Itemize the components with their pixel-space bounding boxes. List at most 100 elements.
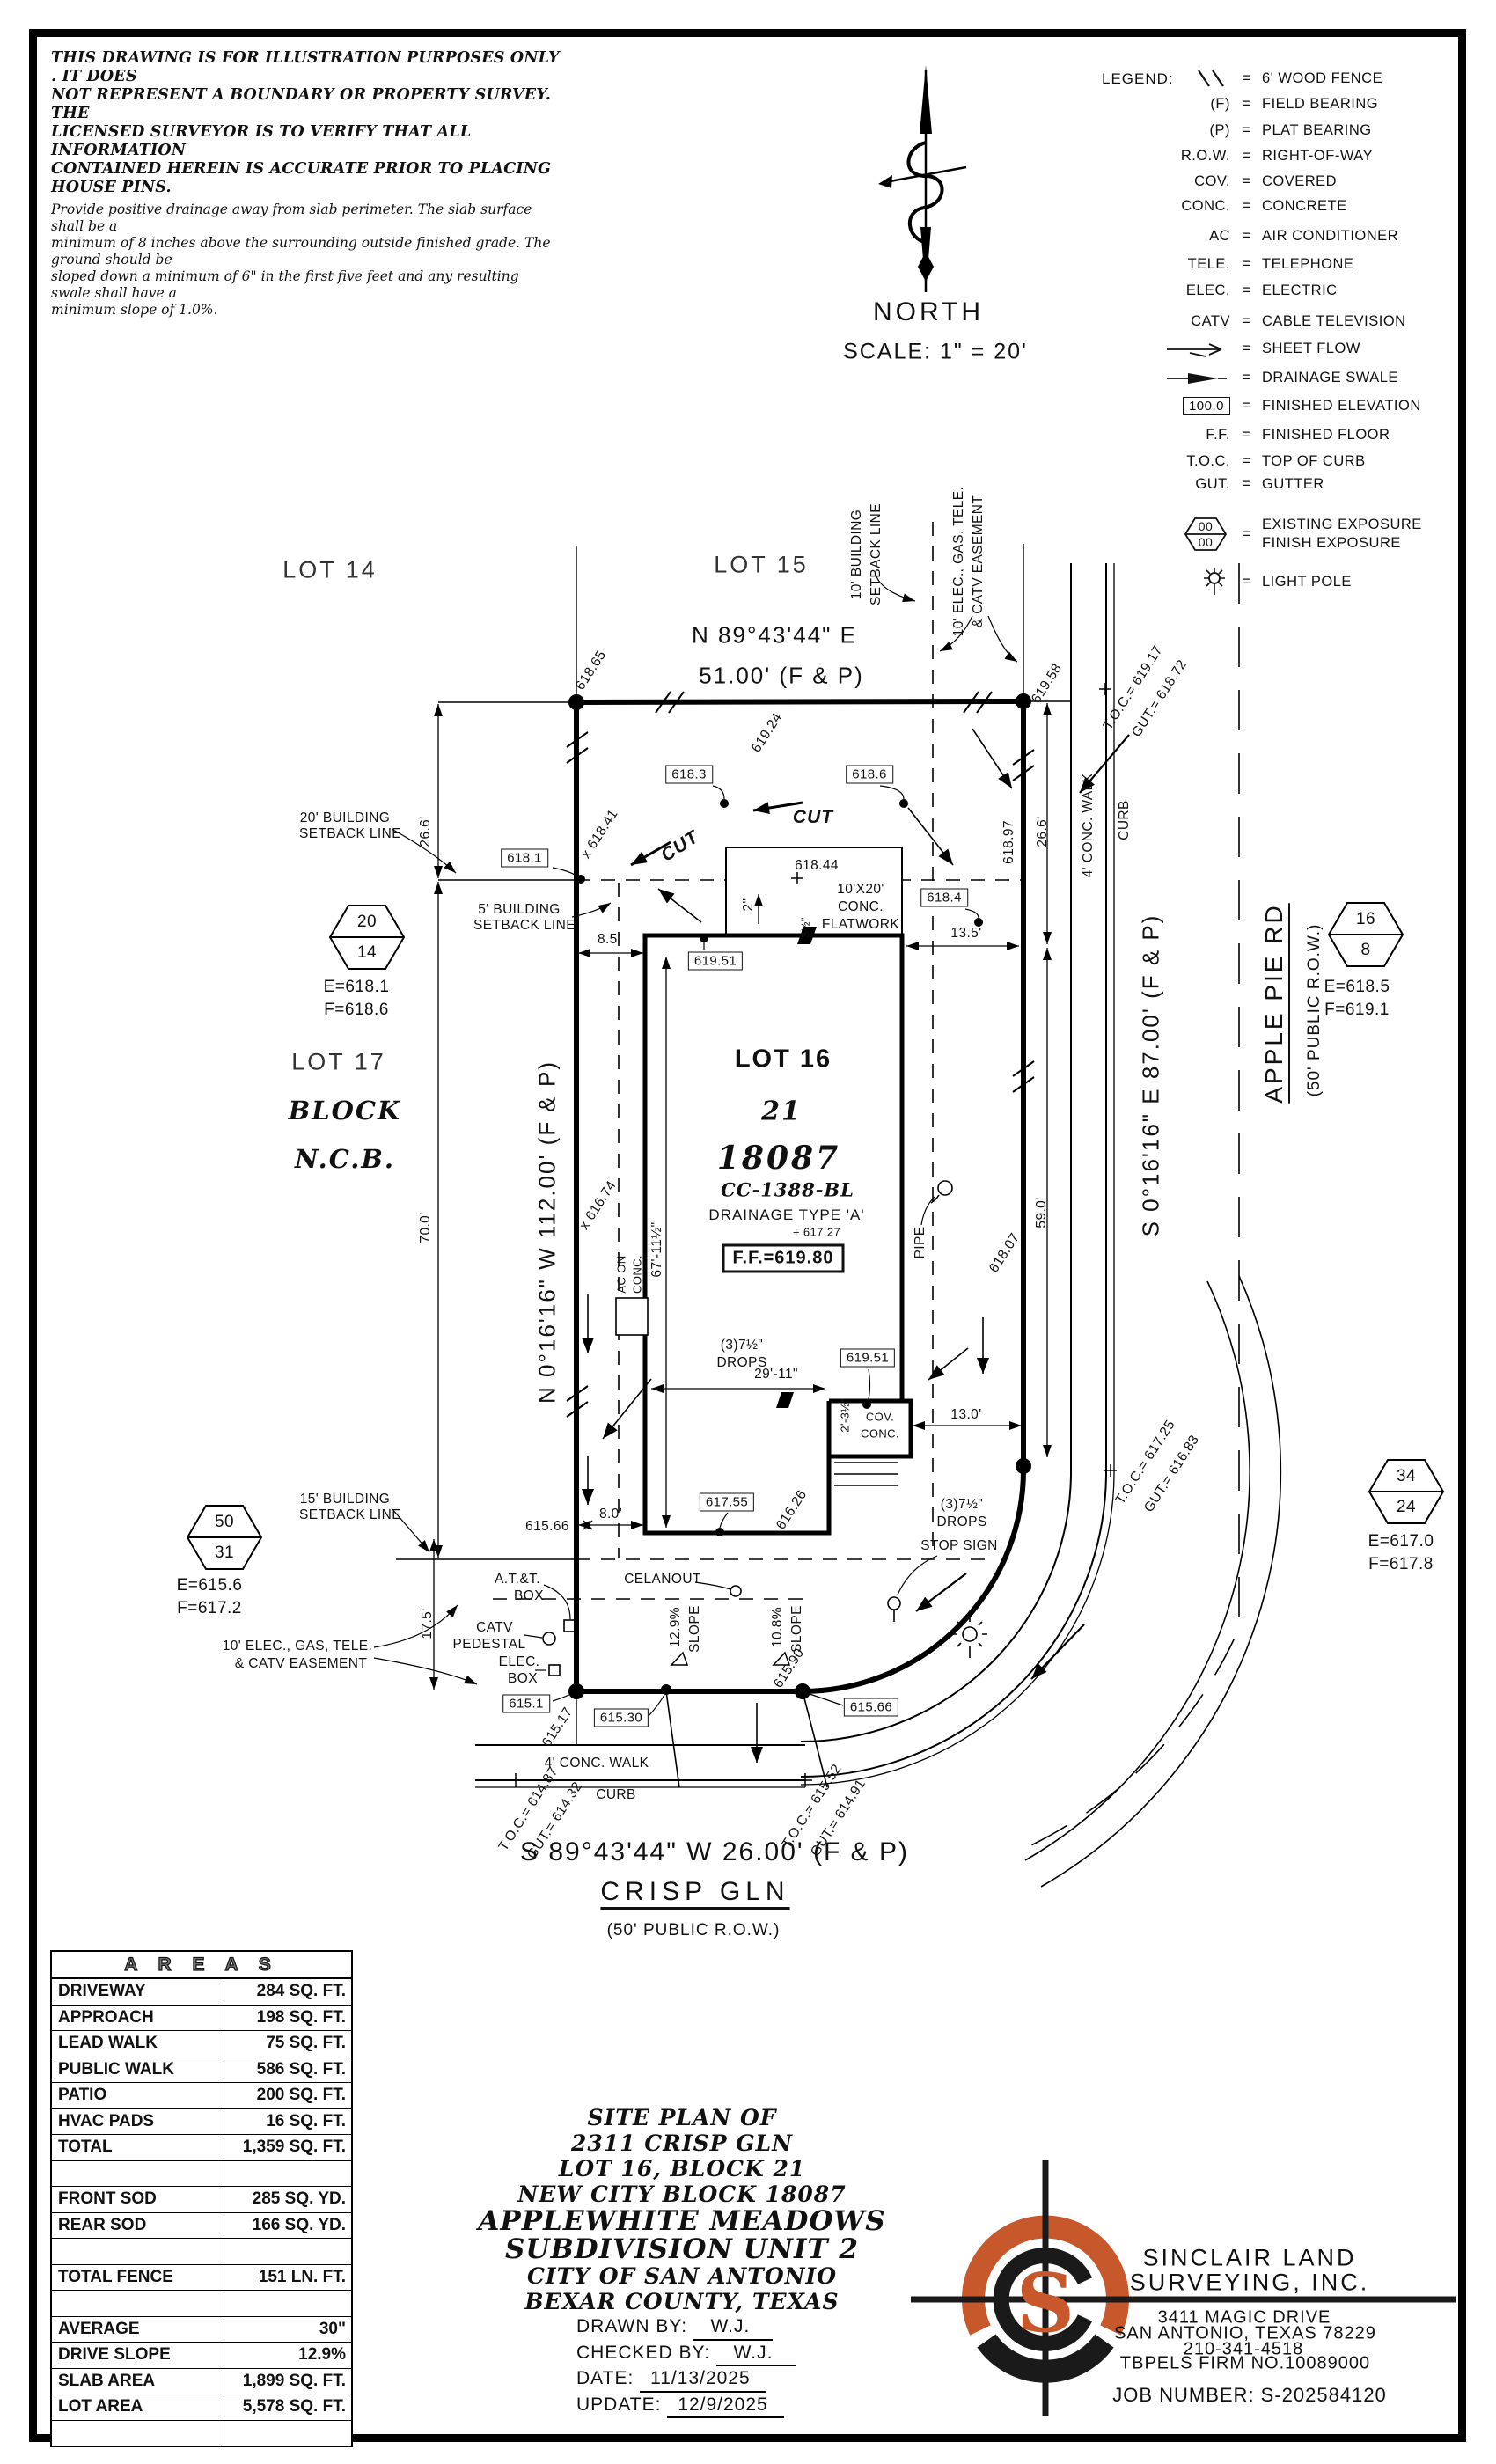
- areas-row: [52, 2238, 351, 2264]
- areas-row-value: 5,578 SQ. FT.: [242, 2397, 346, 2416]
- plan-label: 31: [215, 1544, 234, 1562]
- areas-row-value: 166 SQ. YD.: [252, 2215, 346, 2234]
- areas-row: AVERAGE EXPOSURE 30": [52, 2315, 351, 2342]
- plan-label: BOX: [514, 1588, 544, 1603]
- form-label: DRAWN BY:: [576, 2316, 693, 2336]
- areas-row-label: [52, 2160, 224, 2186]
- legend-symbol: R.O.W.: [1180, 148, 1230, 164]
- exposure-hexagons: [186, 902, 1445, 1570]
- plan-label: 17.5': [420, 1608, 435, 1639]
- plan-label: 615.66: [525, 1519, 569, 1534]
- legend-symbol: [1100, 69, 1230, 88]
- house-footprint: [615, 847, 913, 1536]
- legend-equals: =: [1242, 573, 1250, 590]
- legend-item: (P)=PLAT BEARING: [1100, 121, 1478, 140]
- company-address2: SAN ANTONIO, TEXAS 78229: [1114, 2323, 1376, 2343]
- plan-label: 618.6: [846, 765, 893, 784]
- title-form-row: UPDATE: 12/9/2025: [576, 2393, 796, 2418]
- areas-row-value: 75 SQ. FT.: [266, 2034, 346, 2052]
- areas-row: TOTAL FENCE 151 LN. FT.: [52, 2263, 351, 2290]
- plan-label: LOT 14: [282, 556, 378, 583]
- legend-equals: =: [1242, 256, 1250, 272]
- plan-label: F=617.8: [1368, 1555, 1434, 1573]
- legend-item: F.F.=FINISHED FLOOR: [1100, 426, 1478, 444]
- scale-label: SCALE: 1" = 20': [843, 339, 1028, 364]
- sheet-border: [29, 29, 1466, 2442]
- plan-label: N.C.B.: [294, 1144, 396, 1174]
- legend-symbol: ELEC.: [1185, 282, 1230, 298]
- legend-item: ELEC.=ELECTRIC: [1100, 282, 1478, 300]
- legend-symbol: COV.: [1194, 173, 1230, 189]
- areas-row-label: TOTAL: [52, 2135, 224, 2160]
- legend-equals: =: [1242, 427, 1250, 443]
- plan-label: 618.1: [501, 848, 548, 868]
- plan-label: A.T.&T.: [495, 1572, 540, 1587]
- legend-label: TELEPHONE: [1262, 256, 1354, 272]
- plan-label: ELEC.: [498, 1654, 540, 1669]
- plan-label: DROPS: [936, 1514, 987, 1529]
- areas-row-value: 30": [319, 2319, 346, 2338]
- areas-row-label: TOTAL FENCE: [52, 2264, 224, 2290]
- legend-symbol: [1100, 341, 1230, 358]
- legend-label: CABLE TELEVISION: [1262, 313, 1406, 329]
- disclaimer-line: CONTAINED HEREIN IS ACCURATE PRIOR TO PL…: [51, 160, 552, 196]
- areas-row-label: HVAC PADS: [52, 2108, 224, 2134]
- legend-symbol: [1100, 566, 1230, 598]
- plan-label: 20: [357, 913, 377, 931]
- plan-label: 618.97: [1001, 820, 1016, 864]
- plan-label: AC ON: [614, 1255, 628, 1294]
- legend-label: LIGHT POLE: [1262, 573, 1352, 590]
- plan-label: 8.5': [597, 932, 621, 947]
- plan-label: 615.1: [502, 1694, 550, 1713]
- form-value: W.J.: [716, 2341, 796, 2366]
- legend-symbol: TELE.: [1187, 256, 1230, 272]
- legend-equals: =: [1242, 198, 1250, 214]
- areas-row-value: 586 SQ. FT.: [256, 2059, 346, 2079]
- legend-equals: =: [1242, 476, 1250, 492]
- areas-row-label: PUBLIC WALK: [52, 2057, 224, 2082]
- plan-label: LOT 17: [291, 1048, 386, 1075]
- areas-row-label: [52, 2239, 224, 2264]
- areas-row-label: FRONT SOD: [52, 2187, 224, 2212]
- areas-row-label: AVERAGE EXPOSURE: [52, 2316, 224, 2342]
- plan-label: 14: [357, 943, 377, 962]
- survey-marks: [509, 683, 1117, 1787]
- disclaimer: THIS DRAWING IS FOR ILLUSTRATION PURPOSE…: [51, 49, 561, 319]
- plan-label: 618.3: [665, 765, 713, 784]
- plan-label: 4' CONC. WALK: [544, 1756, 649, 1771]
- plan-label: E=615.6: [176, 1576, 243, 1595]
- areas-row-label: SLAB AREA: [52, 2368, 224, 2394]
- utility-symbols: [542, 1180, 987, 1676]
- disclaimer-line: LICENSED SURVEYOR IS TO VERIFY THAT ALL …: [51, 123, 472, 159]
- legend-label: CONCRETE: [1262, 198, 1347, 214]
- legend-item: CONC.=CONCRETE: [1100, 197, 1478, 216]
- areas-row-value: 151 LN. FT.: [258, 2267, 346, 2286]
- plan-label: APPLE PIE RD: [1260, 903, 1287, 1104]
- areas-row: [52, 2419, 351, 2446]
- plan-label: CONC.: [861, 1426, 899, 1441]
- plan-label: LOT 15: [714, 551, 809, 578]
- areas-row-label: DRIVEWAY: [52, 1979, 224, 2005]
- plan-label: 26.6': [418, 816, 433, 847]
- areas-row-value: [224, 2161, 351, 2187]
- plan-label: 67'-11½": [649, 1221, 664, 1278]
- areas-row-value: 12.9%: [298, 2345, 346, 2364]
- legend-equals: =: [1242, 148, 1250, 164]
- areas-row-value: 200 SQ. FT.: [256, 2086, 346, 2104]
- disclaimer-line: minimum of 8 inches above the surroundin…: [51, 235, 551, 268]
- areas-row: [52, 2290, 351, 2316]
- areas-row-value: [224, 2239, 351, 2264]
- survey-dots: [568, 693, 1031, 1699]
- svg-text:00: 00: [1199, 535, 1214, 549]
- legend-item: 100.0=FINISHED ELEVATION: [1100, 397, 1478, 415]
- areas-row-value: 16 SQ. FT.: [266, 2111, 346, 2130]
- plan-label: 16: [1356, 910, 1375, 928]
